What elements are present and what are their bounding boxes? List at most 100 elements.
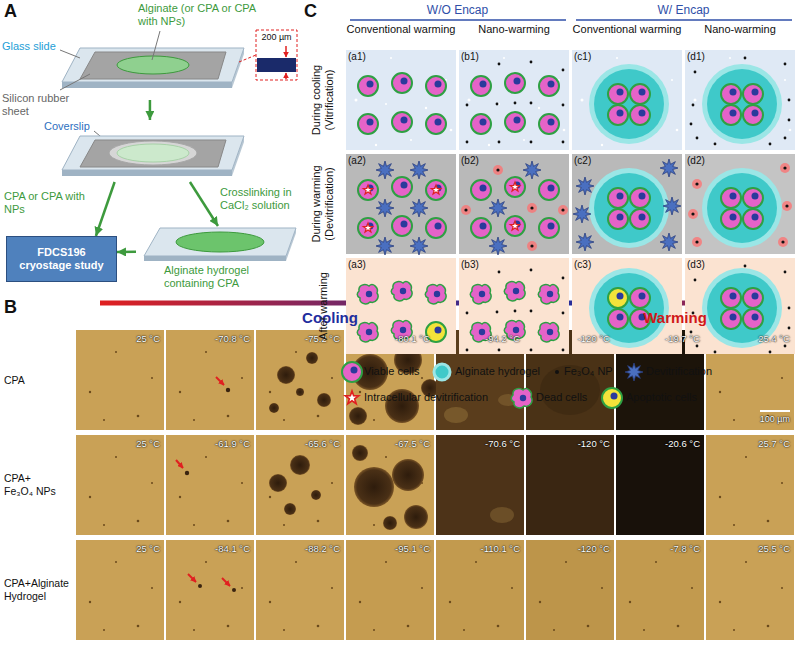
temperature-label: -65.6 °C xyxy=(256,438,340,449)
process-label: Warming xyxy=(620,309,730,327)
micrograph xyxy=(526,540,614,640)
micrograph xyxy=(232,588,236,592)
temperature-label: 25.4 °C xyxy=(706,333,790,344)
cell-label: (a1) xyxy=(348,51,378,63)
schematic-cell xyxy=(694,57,792,146)
micrograph xyxy=(629,561,693,631)
schematic-cell xyxy=(608,288,628,308)
temperature-label: -7.8 °C xyxy=(616,543,700,554)
micrograph xyxy=(188,574,196,582)
micrograph xyxy=(256,540,344,640)
schematic-cell xyxy=(685,258,795,354)
micrograph xyxy=(89,561,153,631)
schematic-cell xyxy=(410,199,428,217)
schematic-cell xyxy=(346,50,456,150)
schematic-cell xyxy=(363,185,373,194)
schematic-cell xyxy=(357,285,378,304)
temperature-label: -19.7 °C xyxy=(616,333,700,344)
micrograph xyxy=(166,435,254,535)
schematic-cell xyxy=(685,50,795,150)
dimension-label: 200 µm xyxy=(257,32,296,43)
micrograph xyxy=(176,460,183,468)
micrograph xyxy=(616,540,704,640)
legend-entry: Alginate hydrogel xyxy=(455,365,540,378)
cell-label: (d3) xyxy=(687,259,717,271)
schematic-cell xyxy=(471,177,559,238)
micrograph xyxy=(346,540,434,640)
schematic-cell xyxy=(527,203,537,213)
legend-entry: Dead cells xyxy=(536,391,587,404)
glass-slide xyxy=(117,56,189,74)
micrograph xyxy=(166,330,254,430)
thickness-inset xyxy=(239,55,256,62)
temperature-label: 25.5 °C xyxy=(706,543,790,554)
slide-assembly: Alginate (or CPA or CPA with NPs) xyxy=(44,2,258,100)
schematic-cell xyxy=(685,258,795,354)
flow-arrow xyxy=(190,182,218,226)
micrograph xyxy=(269,456,333,526)
micrograph xyxy=(76,435,164,535)
micrograph xyxy=(706,540,794,640)
node-text: Coverslip xyxy=(44,120,104,133)
part-label: Glass slide xyxy=(2,40,64,53)
hydrogel-slide xyxy=(144,228,296,261)
micrograph xyxy=(706,540,794,640)
schematic-cell xyxy=(581,57,679,146)
coverslip-slide xyxy=(62,136,244,176)
legend-text: Devitrification xyxy=(646,365,712,378)
micrograph xyxy=(346,540,434,640)
micrograph xyxy=(449,561,513,631)
micrograph xyxy=(354,467,394,507)
glass-slide xyxy=(62,48,244,82)
micrograph xyxy=(719,561,783,631)
schematic-cell xyxy=(572,50,682,150)
micrograph xyxy=(179,351,243,421)
schematic-cell xyxy=(468,57,566,146)
temperature-label: -80.1 °C xyxy=(346,333,430,344)
schematic-cell xyxy=(527,241,537,251)
node-text: FDCS196 cryostage study xyxy=(13,246,110,272)
legend-icon xyxy=(345,391,358,404)
schematic-cell xyxy=(346,154,456,255)
cell-label: (a2) xyxy=(348,155,378,167)
temperature-label: -120 °C xyxy=(526,438,610,449)
temperature-label: -120 °C xyxy=(526,333,610,344)
legend-icon xyxy=(345,391,358,404)
legend-icon xyxy=(434,364,450,380)
schematic-cell xyxy=(702,168,782,248)
schematic-cell xyxy=(489,199,507,217)
header-rule xyxy=(576,19,792,21)
micrograph xyxy=(526,540,614,640)
micrograph xyxy=(256,330,344,430)
schematic-cell xyxy=(346,258,456,354)
row-label: CPA xyxy=(4,330,74,430)
micrograph xyxy=(166,540,254,640)
schematic-cell xyxy=(688,163,792,247)
legend-entry: Intracellular devitrification xyxy=(364,391,488,404)
schematic-cell xyxy=(504,282,525,301)
glass-slide xyxy=(62,48,244,88)
coverslip-slide xyxy=(62,136,244,170)
coverslip-assembly: Coverslip xyxy=(44,120,258,182)
legend-text: Viable cells xyxy=(364,365,419,378)
row-label: After warming xyxy=(306,258,340,354)
micrograph xyxy=(76,540,794,640)
micrograph xyxy=(166,435,254,535)
micrograph xyxy=(404,505,428,529)
micrograph xyxy=(179,561,243,631)
row-label: During warming (Devitrification) xyxy=(306,154,340,254)
legend-icon xyxy=(625,363,643,381)
micrograph xyxy=(269,403,279,413)
schematic-cell xyxy=(594,273,664,343)
panel-letter: A xyxy=(4,0,28,22)
temperature-label: -20.6 °C xyxy=(616,438,700,449)
thickness-inset xyxy=(285,73,287,79)
micrograph xyxy=(216,377,224,385)
micrograph xyxy=(490,507,514,523)
node-text: Alginate hydrogel containing CPA xyxy=(164,264,298,290)
schematic-cell xyxy=(685,154,795,254)
schematic-cell xyxy=(459,50,569,150)
coverslip-slide xyxy=(80,140,226,167)
schematic-cell xyxy=(363,223,373,232)
legend-text: Fe₃O₄ NP xyxy=(564,365,613,378)
